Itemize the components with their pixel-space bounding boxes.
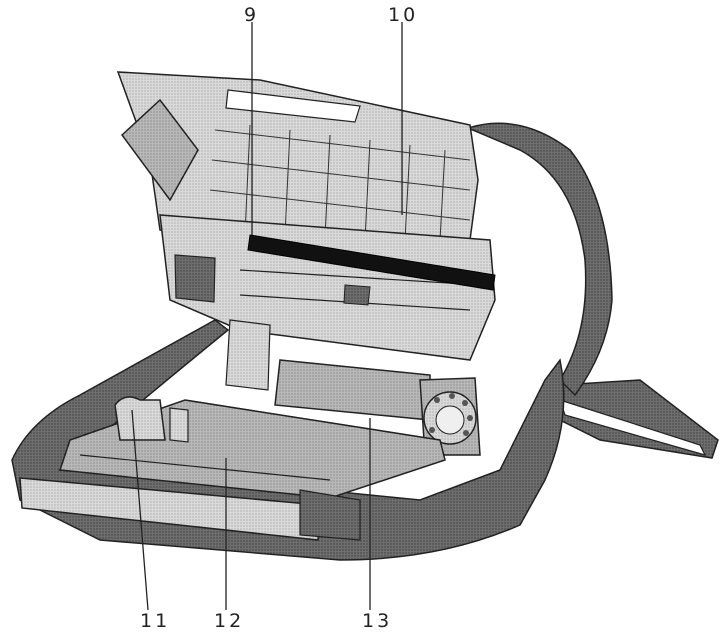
callout-label-12: 12: [214, 610, 245, 632]
callout-label-10: 10: [388, 4, 419, 26]
open-cover: [116, 71, 479, 241]
paper-tray: [559, 379, 719, 459]
callout-label-11: 11: [140, 610, 171, 632]
callout-line-11: [131, 409, 149, 611]
roller: [247, 234, 496, 291]
paper-clip: [114, 396, 189, 443]
left-flap: [120, 98, 199, 202]
callout-lines: [131, 22, 403, 611]
right-side-shell: [465, 122, 613, 397]
center-panel: [225, 319, 431, 421]
callout-label-13: 13: [362, 610, 393, 632]
front-lip: [19, 477, 361, 541]
dial-knob: [419, 377, 481, 456]
callout-label-9: 9: [244, 4, 260, 26]
